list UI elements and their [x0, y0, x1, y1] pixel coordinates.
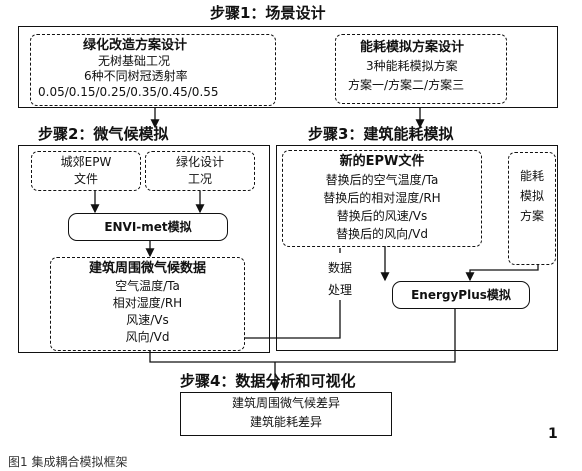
epw-file-box	[31, 151, 141, 191]
data-processing-label: 数据	[328, 261, 353, 275]
step1-frame	[18, 26, 558, 108]
green-design-line: 无树基础工况	[98, 54, 171, 68]
envimet-label: ENVI-met模拟	[104, 220, 192, 234]
green-condition-box	[145, 151, 255, 191]
step4-line: 建筑能耗差异	[249, 415, 322, 429]
figure-caption: 图1 集成耦合模拟框架	[8, 455, 128, 469]
step4-line: 建筑周围微气候差异	[231, 396, 340, 410]
energy-design-line: 3种能耗模拟方案	[366, 59, 458, 73]
microclimate-data-line: 风速/Vs	[126, 313, 169, 327]
page-number: 1	[548, 426, 558, 442]
energy-scheme-label: 能耗	[519, 169, 544, 183]
data-processing-label: 处理	[328, 283, 353, 297]
new-epw-box	[282, 150, 482, 247]
green-condition-label: 绿化设计	[175, 155, 224, 169]
line-energyplus-to-merge	[275, 309, 456, 363]
green-design-line: 0.05/0.15/0.25/0.35/0.45/0.55	[38, 85, 219, 99]
energy-scheme-label: 方案	[519, 209, 544, 223]
green-design-heading: 绿化改造方案设计	[83, 38, 188, 53]
energyplus-label: EnergyPlus模拟	[411, 288, 511, 302]
microclimate-data-line: 风向/Vd	[125, 330, 170, 344]
step4-frame	[180, 392, 392, 436]
microclimate-data-box	[50, 257, 245, 351]
energy-scheme-label: 模拟	[519, 189, 544, 203]
new-epw-heading: 新的EPW文件	[339, 154, 425, 169]
step4-title: 步骤4：数据分析和可视化	[180, 372, 356, 390]
energy-design-box	[335, 34, 507, 104]
step3-frame	[276, 145, 558, 351]
epw-file-label: 城郊EPW	[60, 155, 112, 169]
green-design-box	[30, 34, 276, 106]
step2-frame	[18, 145, 270, 353]
new-epw-line: 替换后的风速/Vs	[336, 209, 428, 223]
new-epw-line: 替换后的相对湿度/RH	[323, 191, 441, 205]
microclimate-data-line: 空气温度/Ta	[115, 279, 180, 293]
microclimate-data-line: 相对湿度/RH	[112, 296, 183, 310]
green-design-line: 6种不同树冠透射率	[84, 69, 188, 83]
new-epw-line: 替换后的风向/Vd	[336, 227, 428, 241]
step1-title: 步骤1：场景设计	[210, 4, 326, 22]
new-epw-line: 替换后的空气温度/Ta	[325, 173, 439, 187]
green-condition-label: 工况	[187, 172, 212, 186]
energyplus-box	[392, 281, 530, 309]
energy-design-line: 方案一/方案二/方案三	[348, 78, 465, 92]
energy-scheme-box	[508, 152, 556, 265]
arrow-scheme-to-energyplus	[465, 265, 539, 282]
step3-title: 步骤3：建筑能耗模拟	[308, 125, 454, 143]
step2-title: 步骤2：微气候模拟	[38, 125, 169, 143]
line-data-to-merge	[149, 351, 275, 363]
epw-file-label: 文件	[73, 172, 98, 186]
envimet-box	[68, 213, 228, 241]
energy-design-heading: 能耗模拟方案设计	[360, 40, 465, 55]
microclimate-data-heading: 建筑周围微气候数据	[88, 261, 206, 276]
